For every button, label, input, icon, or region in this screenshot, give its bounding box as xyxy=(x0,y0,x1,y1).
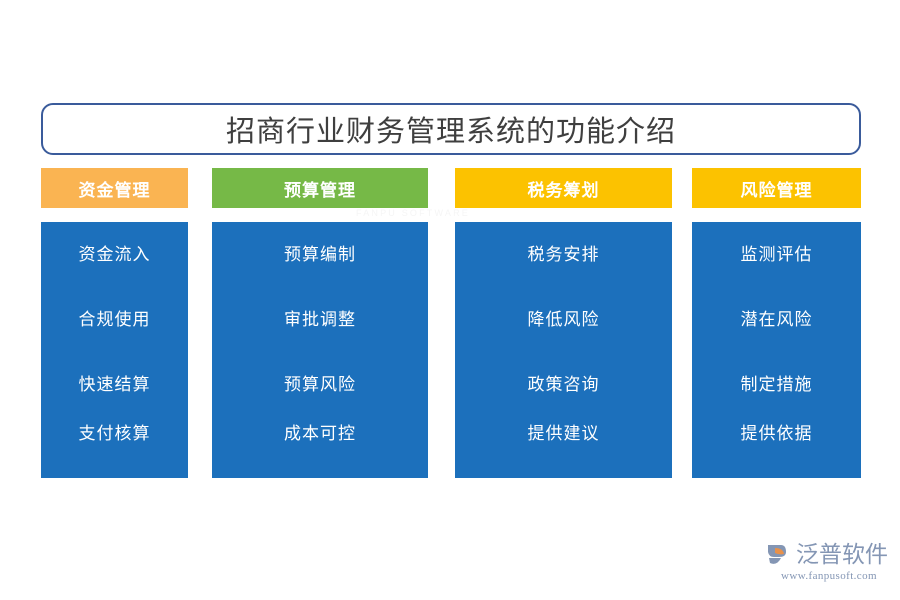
list-item[interactable]: 预算风险 xyxy=(284,375,356,394)
column-header-3[interactable]: 风险管理 xyxy=(692,168,861,208)
column-capital-management: 资金管理 资金流入 合规使用 快速结算 支付核算 xyxy=(41,168,188,478)
brand-logo-cn: 泛普软件 xyxy=(796,541,888,567)
list-item[interactable]: 成本可控 xyxy=(284,424,356,443)
page-title: 招商行业财务管理系统的功能介绍 xyxy=(225,116,676,148)
column-header-1[interactable]: 预算管理 xyxy=(212,168,428,208)
column-header-2[interactable]: 税务筹划 xyxy=(455,168,672,208)
column-tax-planning: 税务筹划 税务安排 降低风险 政策咨询 提供建议 xyxy=(455,168,672,478)
column-budget-management: 预算管理 预算编制 审批调整 预算风险 成本可控 xyxy=(212,168,428,478)
column-body-2: 税务安排 降低风险 政策咨询 提供建议 xyxy=(455,222,672,478)
column-risk-management: 风险管理 监测评估 潜在风险 制定措施 提供依据 xyxy=(692,168,861,478)
brand-logo-row: 泛普软件 xyxy=(766,541,892,569)
list-item[interactable]: 税务安排 xyxy=(527,245,600,264)
list-item[interactable]: 快速结算 xyxy=(78,375,151,394)
column-body-1: 预算编制 审批调整 预算风险 成本可控 xyxy=(212,222,428,478)
list-item[interactable]: 合规使用 xyxy=(78,310,151,329)
page-title-box: 招商行业财务管理系统的功能介绍 xyxy=(41,103,861,155)
list-item[interactable]: 降低风险 xyxy=(527,310,600,329)
brand-logo-url: www.fanpusoft.com xyxy=(781,569,877,582)
list-item[interactable]: 资金流入 xyxy=(78,245,151,264)
column-body-3: 监测评估 潜在风险 制定措施 提供依据 xyxy=(692,222,861,478)
fanpu-logo-icon xyxy=(766,541,793,568)
column-header-0[interactable]: 资金管理 xyxy=(41,168,188,208)
list-item[interactable]: 提供建议 xyxy=(527,424,600,443)
list-item[interactable]: 支付核算 xyxy=(78,424,151,443)
list-item[interactable]: 审批调整 xyxy=(284,310,356,329)
column-body-0: 资金流入 合规使用 快速结算 支付核算 xyxy=(41,222,188,478)
list-item[interactable]: 提供依据 xyxy=(740,424,813,443)
list-item[interactable]: 潜在风险 xyxy=(740,310,813,329)
list-item[interactable]: 监测评估 xyxy=(740,245,813,264)
list-item[interactable]: 预算编制 xyxy=(284,245,356,264)
brand-logo: 泛普软件 www.fanpusoft.com xyxy=(766,538,892,584)
list-item[interactable]: 政策咨询 xyxy=(527,375,600,394)
list-item[interactable]: 制定措施 xyxy=(740,375,813,394)
